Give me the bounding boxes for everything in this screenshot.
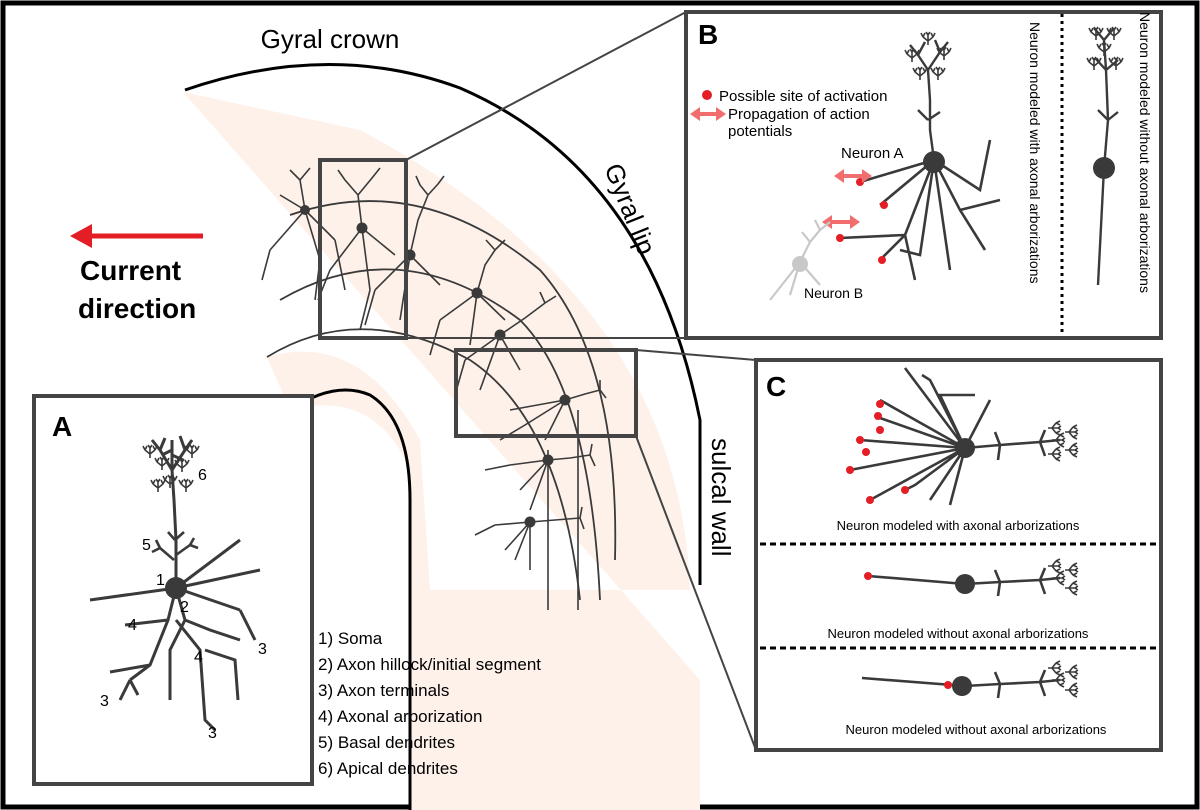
marker-terminal-left: 3: [100, 693, 109, 710]
panel-b-frame: [684, 10, 1163, 340]
panel-c: C Neuron modeled with axonal arborizatio…: [754, 358, 1163, 752]
marker-apical: 6: [198, 467, 207, 484]
panel-b-letter: B: [698, 19, 718, 50]
legend-propagation-line2: potentials: [728, 123, 792, 140]
marker-arbor-left: 4: [128, 617, 137, 634]
gyral-surface: [184, 63, 702, 585]
c-caption-3: Neuron modeled without axonal arborizati…: [846, 722, 1107, 737]
marker-terminal-right: 3: [258, 641, 267, 658]
legend-item-basal: 5) Basal dendrites: [318, 733, 455, 752]
legend-item-soma: 1) Soma: [318, 629, 383, 648]
legend-item-apical: 6) Apical dendrites: [318, 759, 458, 778]
c3-neuron: [861, 660, 1079, 699]
vertical-label-with: Neuron modeled with axonal arborizations: [1027, 22, 1043, 283]
propagation-arrow-b-icon: [822, 215, 860, 229]
neuron-b: [769, 219, 831, 301]
current-label-line2: direction: [78, 293, 196, 324]
c-caption-1: Neuron modeled with axonal arborizations: [837, 518, 1080, 533]
legend-item-terminals: 3) Axon terminals: [318, 681, 449, 700]
c-caption-2: Neuron modeled without axonal arborizati…: [828, 626, 1089, 641]
cortex-neuron-7: [484, 443, 596, 511]
zoom-box-c: [454, 348, 638, 438]
panel-b: B Possible site of activation Propagatio…: [684, 10, 1163, 340]
zoom-box-b: [318, 158, 408, 340]
cortex-neuron-8: [474, 506, 585, 561]
marker-terminal-bottom: 3: [208, 725, 217, 742]
panel-a-letter: A: [52, 411, 72, 442]
legend-item-arborization: 4) Axonal arborization: [318, 707, 482, 726]
legend-propagation-line1: Propagation of action: [728, 106, 870, 123]
propagation-arrow-icon: [690, 107, 726, 121]
legend-activation: Possible site of activation: [719, 88, 887, 105]
panel-a-legend: 1) Soma 2) Axon hillock/initial segment …: [318, 629, 541, 778]
c2-neuron: [864, 558, 1079, 597]
cortex-section: Gyral crown Gyral lip sulcal wall: [183, 11, 757, 810]
vertical-label-without: Neuron modeled without axonal arborizati…: [1137, 12, 1153, 293]
current-direction: Current direction: [70, 224, 203, 324]
legend-item-hillock: 2) Axon hillock/initial segment: [318, 655, 541, 674]
neuron-b-label: Neuron B: [804, 285, 863, 301]
cortex-neuron-2: [317, 167, 396, 331]
sulcal-surface: [289, 388, 412, 810]
panel-c-letter: C: [766, 371, 786, 402]
marker-basal: 5: [142, 537, 151, 554]
neuron-a-label: Neuron A: [841, 145, 904, 162]
activation-site-icon: [702, 90, 712, 100]
sulcal-wall-label: sulcal wall: [706, 438, 736, 557]
gyral-crown-label: Gyral crown: [261, 24, 400, 54]
panel-a: A 6 5 1 2 4 4 3 3 3: [32, 394, 314, 786]
current-label-line1: Current: [80, 255, 181, 286]
panel-a-neuron: [89, 435, 261, 732]
marker-arbor-right: 4: [194, 649, 203, 666]
cortex-neuron-4: [429, 239, 506, 356]
neuron-a: [836, 31, 1001, 281]
cortex-neuron-6: [499, 380, 607, 441]
marker-hillock: 2: [180, 599, 189, 616]
c1-neuron: [846, 367, 1079, 506]
propagation-arrow-a-icon: [834, 169, 872, 183]
marker-soma: 1: [156, 572, 165, 589]
neuron-without-arbor-b: [1086, 26, 1124, 286]
